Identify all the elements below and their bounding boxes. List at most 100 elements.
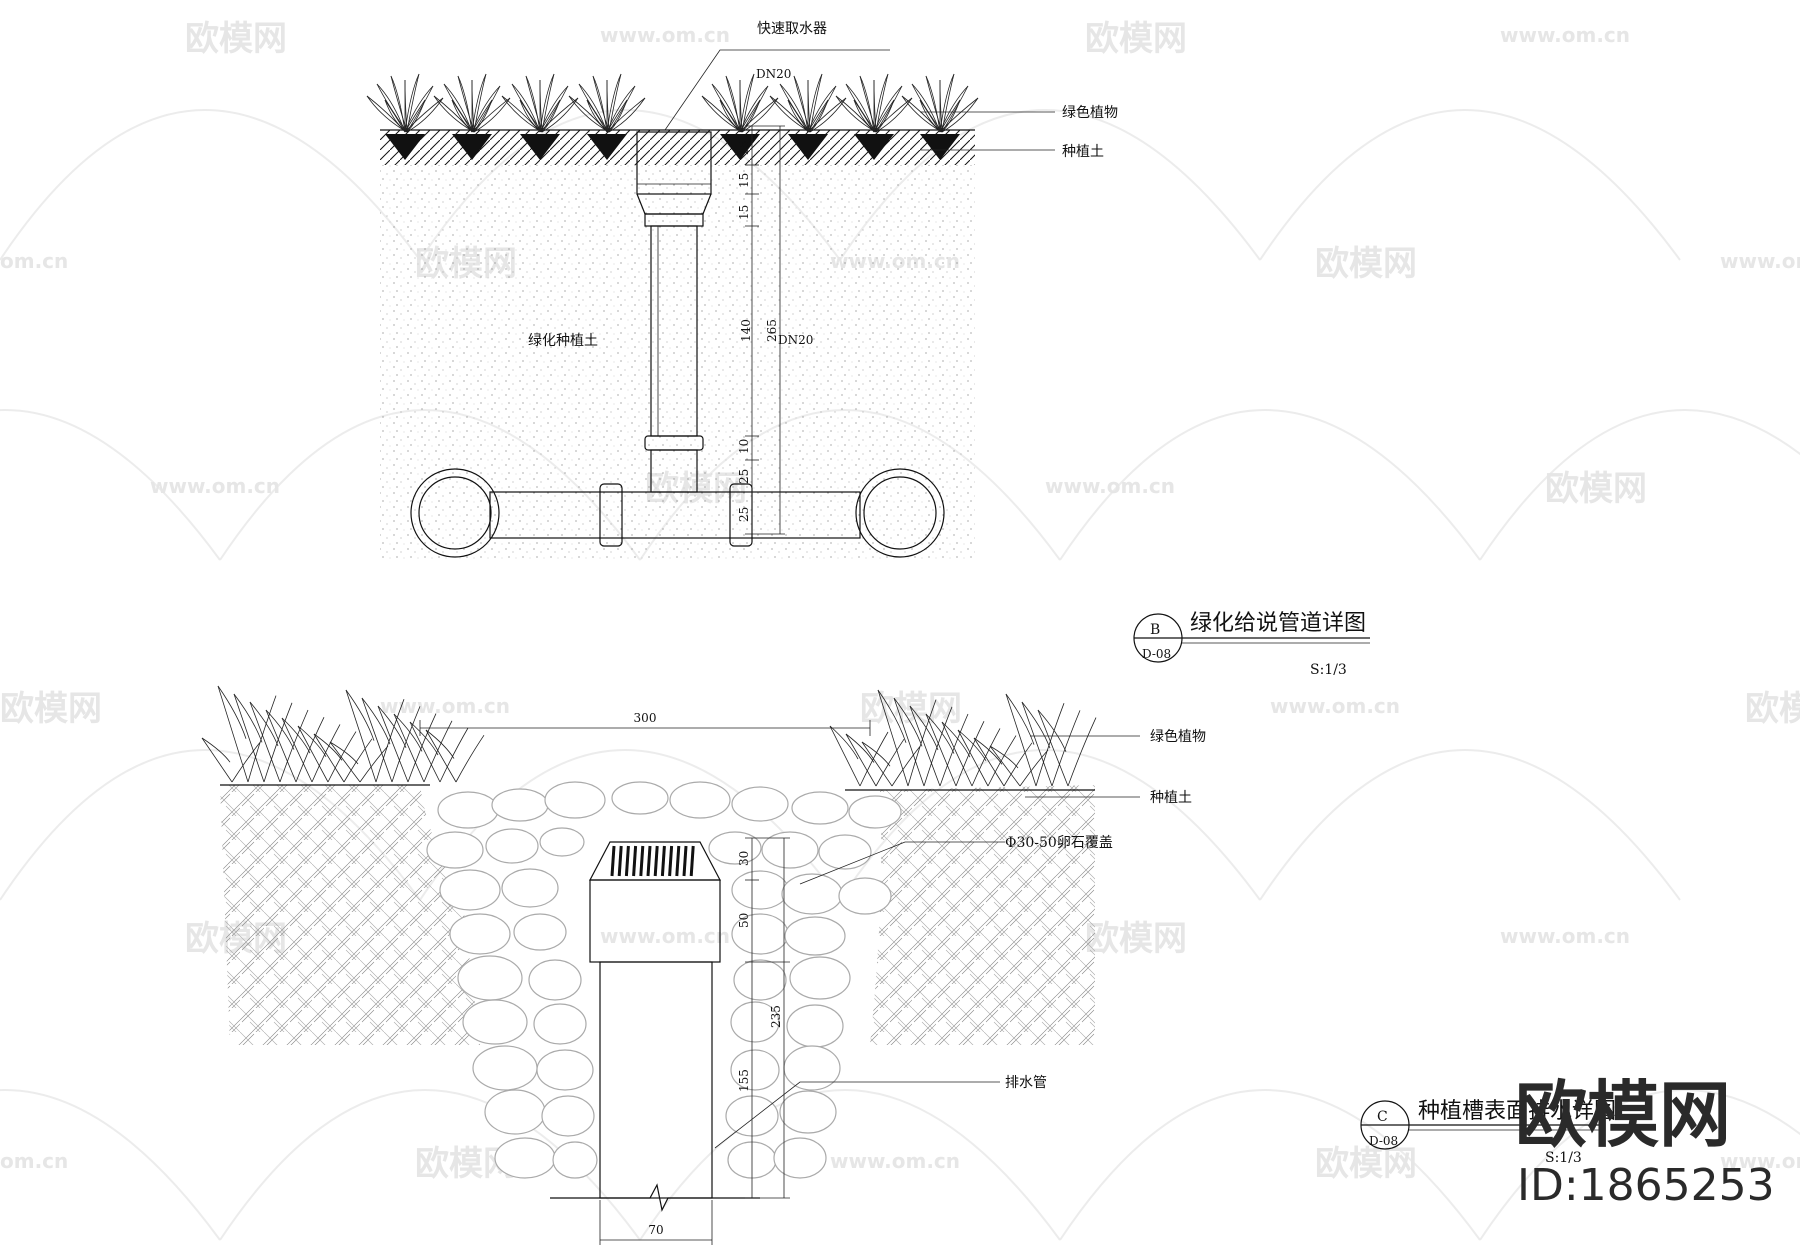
pebble [731, 870, 789, 910]
detail-c-surface-drainage: 300 30 50 235 155 70 绿色植物 种植土 Φ30-50卵石覆盖… [201, 685, 1616, 1245]
dim-label: 50 [737, 913, 751, 928]
green-plants-clusters [201, 685, 1097, 787]
label-pebble-cover: Φ30-50卵石覆盖 [1005, 835, 1113, 851]
watermark-url: www.om.cn [1270, 694, 1400, 718]
detail-title: 绿化给说管道详图 [1190, 611, 1366, 636]
watermark-url: om.cn [0, 1149, 68, 1173]
pebble [426, 831, 484, 869]
pebble [457, 955, 523, 1001]
watermark-url: www.om.cn [830, 1149, 960, 1173]
dimension-chain-b: 15 15 15 140 10 25 25 265 [737, 125, 785, 535]
watermark-logo: 欧模网 [1315, 244, 1417, 284]
detail-c-title-block: C D-08 种植槽表面排水详图 S:1/3 [1360, 1099, 1616, 1166]
detail-b-irrigation-pipe: 15 15 15 140 10 25 25 265 快速取水器 DN20 绿色植… [366, 21, 1370, 678]
brand-id: ID:1865253 [1517, 1160, 1775, 1211]
plant-tuft [769, 73, 847, 160]
watermark-url: www.om.cn [1720, 249, 1800, 273]
pebble [761, 831, 819, 869]
watermark-url: www.om.cn [1500, 23, 1630, 47]
green-plants-row [366, 73, 979, 160]
plant-tuft [501, 73, 579, 160]
label-green-plants: 绿色植物 [1150, 728, 1206, 745]
plant-cluster [201, 685, 485, 783]
pebble [533, 1003, 587, 1045]
detail-sheet: D-08 [1142, 647, 1171, 661]
pebble [733, 959, 787, 1001]
watermark-url: www.om.cn [1500, 924, 1630, 948]
pebble [536, 1049, 594, 1091]
drain-body [589, 879, 721, 963]
pebble [731, 786, 789, 822]
dim-label: 30 [737, 851, 751, 866]
watermark-url: www.om.cn [150, 474, 280, 498]
pebble [462, 999, 528, 1045]
pebble [781, 873, 843, 915]
pebble [784, 916, 846, 956]
break-line [550, 1183, 760, 1212]
dim-label: 155 [737, 1069, 751, 1092]
pebble [472, 1045, 538, 1091]
watermark-logo: 欧模网 [1545, 469, 1647, 509]
pebble [848, 795, 902, 829]
label-planting-soil: 种植土 [1062, 144, 1104, 160]
plant-tuft [701, 73, 779, 160]
label-dn20-top: DN20 [756, 67, 791, 81]
dim-label: 10 [737, 439, 751, 454]
detail-letter: B [1150, 622, 1160, 638]
watermark-url: www.om.cn [600, 23, 730, 47]
label-green-plants: 绿色植物 [1062, 104, 1118, 121]
watermark-logo: 欧模网 [0, 689, 102, 729]
dim-label: 25 [737, 507, 751, 522]
pebble [494, 1137, 556, 1179]
planting-soil-right [870, 785, 1095, 1045]
dim-label: 15 [737, 141, 751, 156]
pebble [484, 1089, 546, 1135]
pipe-section-right [855, 468, 945, 558]
label-planting-soil: 种植土 [1150, 790, 1192, 806]
plant-tuft [901, 73, 979, 160]
detail-scale: S:1/3 [1545, 1150, 1582, 1166]
main-supply-pipe [410, 468, 945, 558]
watermark-url: www.om.cn [1045, 474, 1175, 498]
watermark-logo: 欧模网 [1085, 919, 1187, 959]
pebble [513, 913, 567, 951]
dim-label: 140 [739, 319, 753, 342]
pebble [544, 781, 606, 819]
dim-label: 235 [769, 1005, 783, 1028]
dim-label: 15 [737, 173, 751, 188]
detail-title: 种植槽表面排水详图 [1418, 1099, 1616, 1124]
pebble [783, 1045, 841, 1091]
label-quick-coupler: 快速取水器 [757, 21, 827, 37]
dim-width-top: 300 [634, 711, 657, 725]
pebble [779, 1090, 837, 1134]
pebble [437, 791, 499, 829]
watermark-url: www.om.cn [1720, 1149, 1800, 1173]
watermark-logo: 欧模网 [1745, 689, 1800, 729]
plant-tuft [568, 73, 646, 160]
pebble [449, 913, 511, 955]
pebble [708, 831, 762, 865]
detail-b-title-block: B D-08 绿化给说管道详图 S:1/3 [1133, 611, 1370, 678]
dim-width-bottom: 70 [648, 1223, 663, 1237]
plant-tuft [433, 73, 511, 160]
detail-scale: S:1/3 [1310, 662, 1347, 678]
pebble [491, 788, 549, 822]
detail-letter: C [1377, 1109, 1388, 1125]
label-drain-pipe: 排水管 [1005, 1075, 1047, 1091]
leader-drain-pipe [714, 1081, 1000, 1149]
pipe-joint [599, 483, 623, 547]
brand-overlay: 欧模网 ID:1865253 [1515, 1073, 1775, 1211]
pebble [786, 1004, 844, 1048]
watermark-logo: 欧模网 [185, 19, 287, 59]
pebble [838, 877, 892, 915]
pebble-fill [426, 781, 902, 1179]
pebble [485, 828, 539, 864]
pebble [730, 1001, 780, 1043]
pebble [730, 1049, 780, 1091]
pebble [789, 956, 851, 1000]
detail-sheet: D-08 [1369, 1134, 1398, 1148]
label-green-planting-soil: 绿化种植土 [528, 333, 598, 349]
plant-cluster [829, 689, 1097, 787]
planting-soil-fill [380, 165, 975, 560]
